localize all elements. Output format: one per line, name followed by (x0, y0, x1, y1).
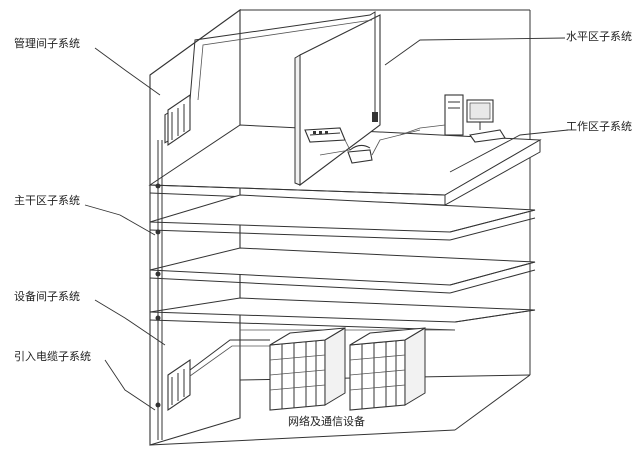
leader-backbone (85, 205, 155, 235)
label-equipment-room: 设备间子系统 (14, 289, 80, 303)
rack-front (270, 340, 325, 410)
backbone-node (156, 316, 161, 321)
rack-front (350, 340, 405, 410)
leader-entrance (105, 360, 155, 410)
backbone-node (156, 403, 161, 408)
leader-horizontal (385, 38, 565, 65)
wall-outlet-icon (372, 112, 378, 122)
backbone-node (156, 272, 161, 277)
label-backbone: 主干区子系统 (14, 194, 80, 207)
label-network-equipment: 网络及通信设备 (288, 414, 365, 428)
backbone-node (156, 230, 161, 235)
label-telecom-room: 管理间子系统 (14, 36, 80, 50)
network-rack-right (350, 328, 425, 410)
leader-telecom-room (95, 48, 160, 95)
network-rack-left (270, 328, 345, 410)
label-horizontal: 水平区子系统 (566, 30, 632, 43)
rack-side (405, 328, 425, 405)
left-wall (150, 10, 240, 445)
pc-tower-icon (445, 95, 463, 135)
label-entrance: 引入电缆子系统 (14, 349, 91, 363)
partition-edge (295, 55, 300, 185)
rack-side (325, 328, 345, 405)
label-work-area: 工作区子系统 (566, 120, 632, 133)
backbone-node (156, 184, 161, 189)
